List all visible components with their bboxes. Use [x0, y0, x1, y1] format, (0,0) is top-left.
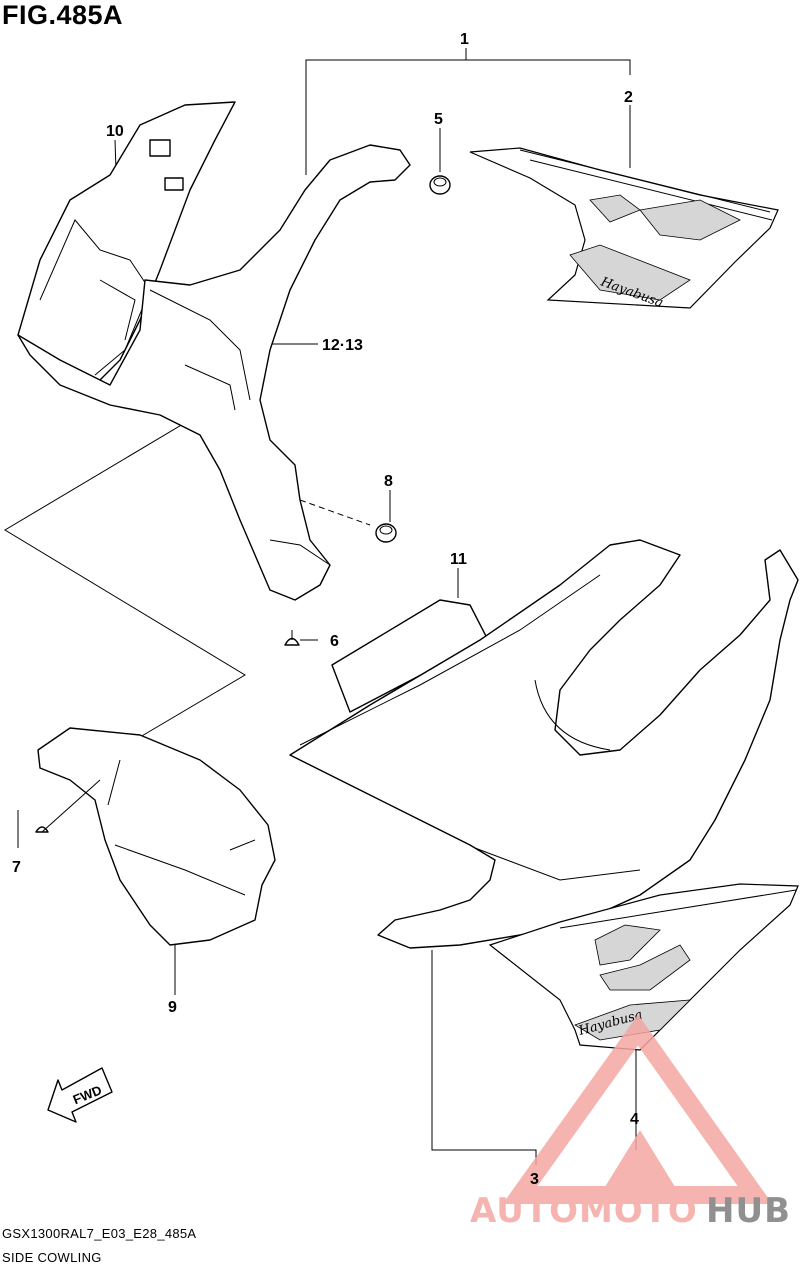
decal-upper: Hayabusa: [469, 147, 779, 311]
diagram-section-name: SIDE COWLING: [2, 1250, 102, 1265]
forward-arrow-icon: FWD: [47, 1067, 113, 1123]
callout-6: 6: [330, 633, 339, 650]
part-grommet-5: [429, 175, 451, 195]
callouts: 1 2 3 4 5 6 7 8 9 10 11 12·13: [12, 31, 639, 1188]
part-side-cowl-12-13: [17, 139, 411, 601]
watermark-text-accent: HUB: [706, 1191, 791, 1231]
part-grommet-8: [375, 523, 397, 543]
callout-9: 9: [168, 999, 177, 1016]
callout-10: 10: [106, 123, 124, 140]
part-under-cowl-11: [331, 599, 489, 713]
callout-12-13: 12·13: [322, 337, 363, 354]
part-screw-6: [284, 630, 300, 646]
leader-lines: [4, 48, 637, 1165]
part-lower-inner-panel-9: [37, 727, 276, 946]
callout-7: 7: [12, 859, 21, 876]
callout-1: 1: [460, 31, 469, 48]
callout-3: 3: [530, 1171, 539, 1188]
figure-title: FIG.485A: [2, 0, 124, 30]
callout-2: 2: [624, 89, 633, 106]
diagram-code: GSX1300RAL7_E03_E28_485A: [2, 1226, 197, 1241]
watermark-logo: AUTOMOTO HUB: [470, 1014, 791, 1231]
callout-4: 4: [630, 1111, 639, 1128]
callout-8: 8: [384, 473, 393, 490]
decal-lower: Hayabusa: [488, 883, 799, 1051]
part-rivet-7: [35, 779, 101, 833]
watermark-text-main: AUTOMOTO: [470, 1191, 698, 1231]
callout-11: 11: [450, 551, 467, 568]
part-side-cowling-3: [289, 539, 799, 949]
callout-5: 5: [434, 111, 443, 128]
